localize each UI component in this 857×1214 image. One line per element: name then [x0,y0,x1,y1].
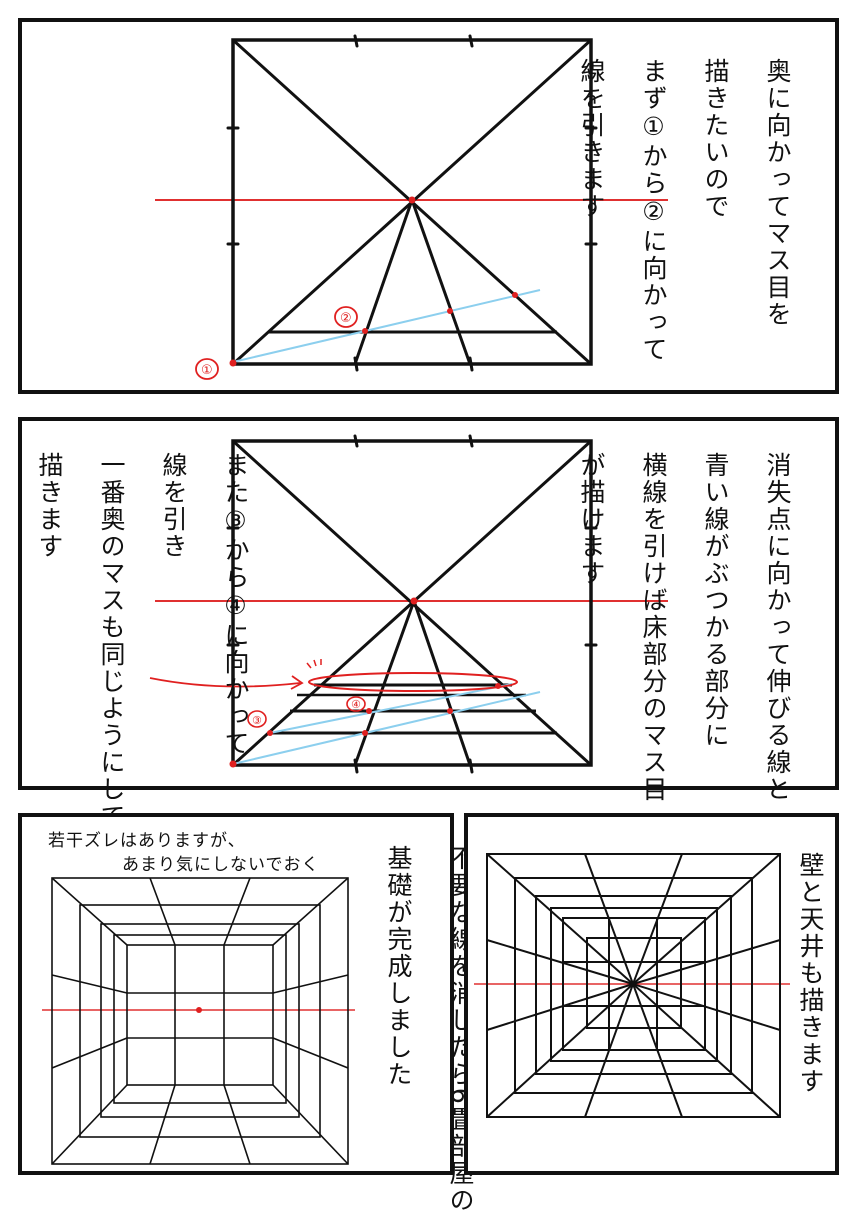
point-2-label: ② [340,311,352,326]
panel-2 [18,417,839,790]
intersection-point [512,292,518,298]
room-layer [100,923,300,1118]
corner-line [272,1084,349,1165]
tick-mark [468,356,474,372]
tick-mark [468,758,474,774]
panel-3 [18,813,454,1175]
emphasis-mark [306,662,312,669]
intersection-point [447,708,453,714]
tick-mark [353,434,359,448]
point-1 [229,359,237,367]
caption-line: 一番奥のマスも同じようにして [97,451,126,830]
highlight-ellipse [308,672,518,692]
panel-2-caption-right: 消失点に向かって伸びる線と 青い線がぶつかる部分に 横線を引けば床部分のマス目 … [576,432,824,803]
caption-line: 青い線がぶつかる部分に [701,451,730,749]
floor-line [412,600,472,766]
point-4-label: ④ [351,698,361,711]
room-square [231,439,593,767]
room-layer [113,934,287,1104]
corner-line [51,877,128,946]
panel-2-caption-left: また③から④に向かって 線を引き 一番奥のマスも同じようにして 描きます [34,432,282,830]
point-1-label: ① [201,363,213,378]
panel-3-note-line-2: あまり気にしないでおく [122,855,320,875]
caption-line: 消失点に向かって伸びる線と [763,451,792,803]
floor-line [410,199,472,365]
grid-line [223,1084,251,1165]
caption-line: 描きます [35,451,64,560]
back-wall [586,937,682,1029]
caption-line: 線を引きます [577,57,606,220]
tick-mark [353,356,359,372]
room-layer [562,917,706,1051]
point-4 [366,708,372,714]
grid-line [51,1037,128,1069]
vanishing-point [196,1007,202,1013]
caption-line: また③から④に向かって [221,451,250,757]
intersection-point [495,683,501,689]
intersection-point [447,308,453,314]
corner-line [51,1084,128,1165]
grid-line [51,974,128,994]
tick-mark [468,434,474,448]
room-layer [514,877,753,1094]
blue-guide-line [232,289,541,363]
floor-line [353,199,414,365]
point-2 [362,328,368,334]
room-layer [550,907,718,1062]
tick-mark [468,34,474,48]
arrow-head [290,675,304,690]
panel-4-caption: 壁と天井も描きます [795,832,857,1095]
room-outline [486,853,781,1118]
grid-line [223,877,251,946]
vanishing-point [410,597,418,605]
emphasis-mark [313,659,317,667]
blue-guide-line [269,683,513,734]
point-1 [229,760,237,768]
caption-line: が描けます [577,451,606,587]
floor-line [353,600,416,766]
room-square [231,38,593,366]
back-wall [126,944,274,1086]
caption-line: まず①から②に向かって [639,57,668,363]
tick-mark [353,758,359,774]
tick-mark [353,34,359,48]
point-3 [267,730,273,736]
caption-line: 横線を引けば床部分のマス目 [639,451,668,803]
panel-1-caption: 奥に向かってマス目を 描きたいので まず①から②に向かって 線を引きます [576,38,824,368]
grid-line [149,1084,176,1165]
room-layer [79,904,321,1138]
caption-line: 描きたいので [701,57,730,220]
caption-line: 線を引き [159,451,188,560]
vanishing-point [630,981,636,987]
pointer-arrow [149,677,301,688]
panel-3-note-line-1: 若干ズレはありますが、 [48,831,246,851]
caption-line: 壁と天井も描きます [796,851,825,1095]
room-layer [535,895,732,1075]
grid-line [272,974,349,994]
vanishing-point [408,196,416,204]
intersection-point [362,730,368,736]
caption-line: 奥に向かってマス目を [763,57,792,328]
grid-line [149,877,176,946]
room-outline [51,877,349,1165]
point-3-label: ③ [252,714,262,727]
caption-line: 基礎が完成しました [384,844,413,1088]
grid-line [272,1037,349,1069]
blue-guide-line [232,691,541,765]
corner-line [272,877,349,946]
